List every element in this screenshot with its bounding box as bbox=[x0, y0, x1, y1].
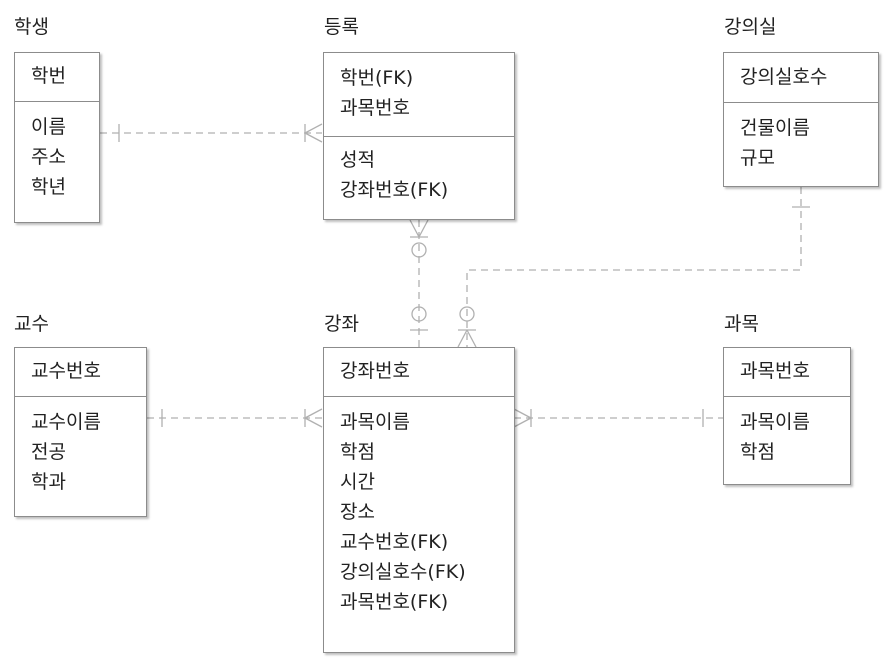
entity-lecture: 강좌번호 과목이름 학점 시간 장소 교수번호(FK) 강의실호수(FK) 과목… bbox=[323, 347, 515, 653]
entity-enroll: 학번(FK) 과목번호 성적 강좌번호(FK) bbox=[323, 52, 515, 220]
rel-professor-lecture bbox=[147, 408, 323, 428]
attribute: 교수이름 bbox=[31, 411, 101, 433]
entity-student-attributes: 이름 주소 학년 bbox=[15, 102, 99, 202]
attribute: 과목이름 bbox=[340, 411, 410, 433]
attribute: 규모 bbox=[740, 147, 775, 169]
key-attribute: 강의실호수 bbox=[740, 66, 828, 88]
attribute: 장소 bbox=[340, 501, 375, 523]
entity-professor: 교수번호 교수이름 전공 학과 bbox=[14, 347, 147, 517]
entity-title-student: 학생 bbox=[14, 16, 49, 38]
entity-student: 학번 이름 주소 학년 bbox=[14, 52, 100, 223]
rel-enroll-lecture bbox=[409, 219, 429, 347]
key-attribute: 과목번호 bbox=[340, 97, 410, 119]
entity-lecture-keys: 강좌번호 bbox=[324, 348, 514, 397]
attribute: 전공 bbox=[31, 441, 66, 463]
attribute: 이름 bbox=[31, 116, 66, 138]
entity-professor-attributes: 교수이름 전공 학과 bbox=[15, 397, 146, 497]
entity-title-professor: 교수 bbox=[14, 313, 49, 335]
attribute: 시간 bbox=[340, 471, 375, 493]
attribute: 학과 bbox=[31, 471, 66, 493]
attribute: 성적 bbox=[340, 149, 375, 171]
entity-title-course: 과목 bbox=[724, 313, 759, 335]
rel-classroom-lecture bbox=[457, 187, 810, 348]
entity-professor-keys: 교수번호 bbox=[15, 348, 146, 397]
attribute: 학년 bbox=[31, 176, 66, 198]
entity-course-attributes: 과목이름 학점 bbox=[724, 397, 850, 467]
key-attribute: 강좌번호 bbox=[340, 360, 410, 382]
entity-classroom-attributes: 건물이름 규모 bbox=[724, 103, 878, 173]
entity-course: 과목번호 과목이름 학점 bbox=[723, 347, 851, 485]
entity-course-keys: 과목번호 bbox=[724, 348, 850, 397]
entity-lecture-attributes: 과목이름 학점 시간 장소 교수번호(FK) 강의실호수(FK) 과목번호(FK… bbox=[324, 397, 514, 617]
key-attribute: 과목번호 bbox=[740, 360, 810, 382]
entity-title-classroom: 강의실 bbox=[724, 16, 777, 38]
key-attribute: 학번(FK) bbox=[340, 67, 414, 89]
entity-classroom: 강의실호수 건물이름 규모 bbox=[723, 52, 879, 187]
attribute: 교수번호(FK) bbox=[340, 531, 449, 553]
attribute: 과목이름 bbox=[740, 411, 810, 433]
attribute: 학점 bbox=[740, 441, 775, 463]
rel-lecture-course bbox=[513, 408, 723, 428]
entity-classroom-keys: 강의실호수 bbox=[724, 53, 878, 103]
attribute: 강의실호수(FK) bbox=[340, 561, 466, 583]
entity-enroll-keys: 학번(FK) 과목번호 bbox=[324, 53, 514, 137]
attribute: 주소 bbox=[31, 146, 66, 168]
key-attribute: 학번 bbox=[31, 65, 66, 87]
attribute: 학점 bbox=[340, 441, 375, 463]
attribute: 강좌번호(FK) bbox=[340, 179, 449, 201]
attribute: 과목번호(FK) bbox=[340, 591, 449, 613]
entity-title-lecture: 강좌 bbox=[324, 313, 359, 335]
entity-enroll-attributes: 성적 강좌번호(FK) bbox=[324, 137, 514, 205]
entity-title-enroll: 등록 bbox=[324, 16, 359, 38]
attribute: 건물이름 bbox=[740, 117, 810, 139]
key-attribute: 교수번호 bbox=[31, 360, 101, 382]
entity-student-keys: 학번 bbox=[15, 53, 99, 102]
rel-student-enroll bbox=[100, 123, 323, 143]
